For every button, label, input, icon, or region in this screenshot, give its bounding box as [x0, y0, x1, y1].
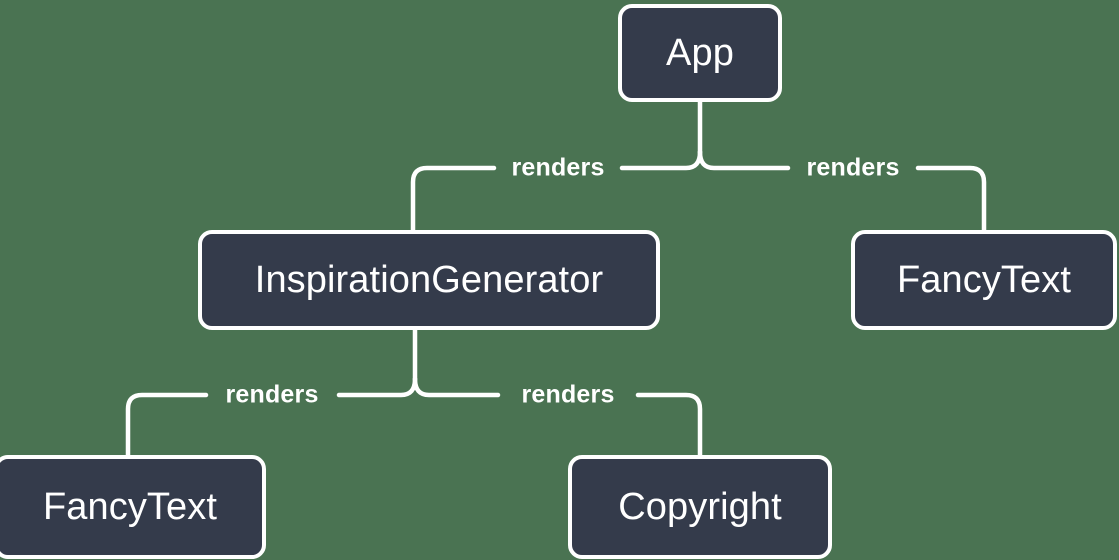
edge-label-inspiration-fancytext: renders: [225, 380, 319, 409]
node-app[interactable]: App: [618, 4, 782, 102]
node-fancytext-bottom[interactable]: FancyText: [0, 455, 266, 559]
node-fancytext-right[interactable]: FancyText: [851, 230, 1117, 330]
node-fancytext-bottom-label: FancyText: [42, 485, 218, 528]
edge-label-app-fancytext: renders: [806, 153, 900, 182]
edge-label-inspiration-copyright: renders: [521, 380, 615, 409]
edge-label-app-inspiration: renders: [511, 153, 605, 182]
node-inspiration-generator[interactable]: InspirationGenerator: [198, 230, 660, 330]
node-fancytext-right-label: FancyText: [896, 258, 1072, 301]
node-app-label: App: [666, 31, 734, 74]
node-copyright[interactable]: Copyright: [568, 455, 832, 559]
node-inspiration-generator-label: InspirationGenerator: [254, 258, 604, 301]
node-copyright-label: Copyright: [618, 485, 782, 528]
